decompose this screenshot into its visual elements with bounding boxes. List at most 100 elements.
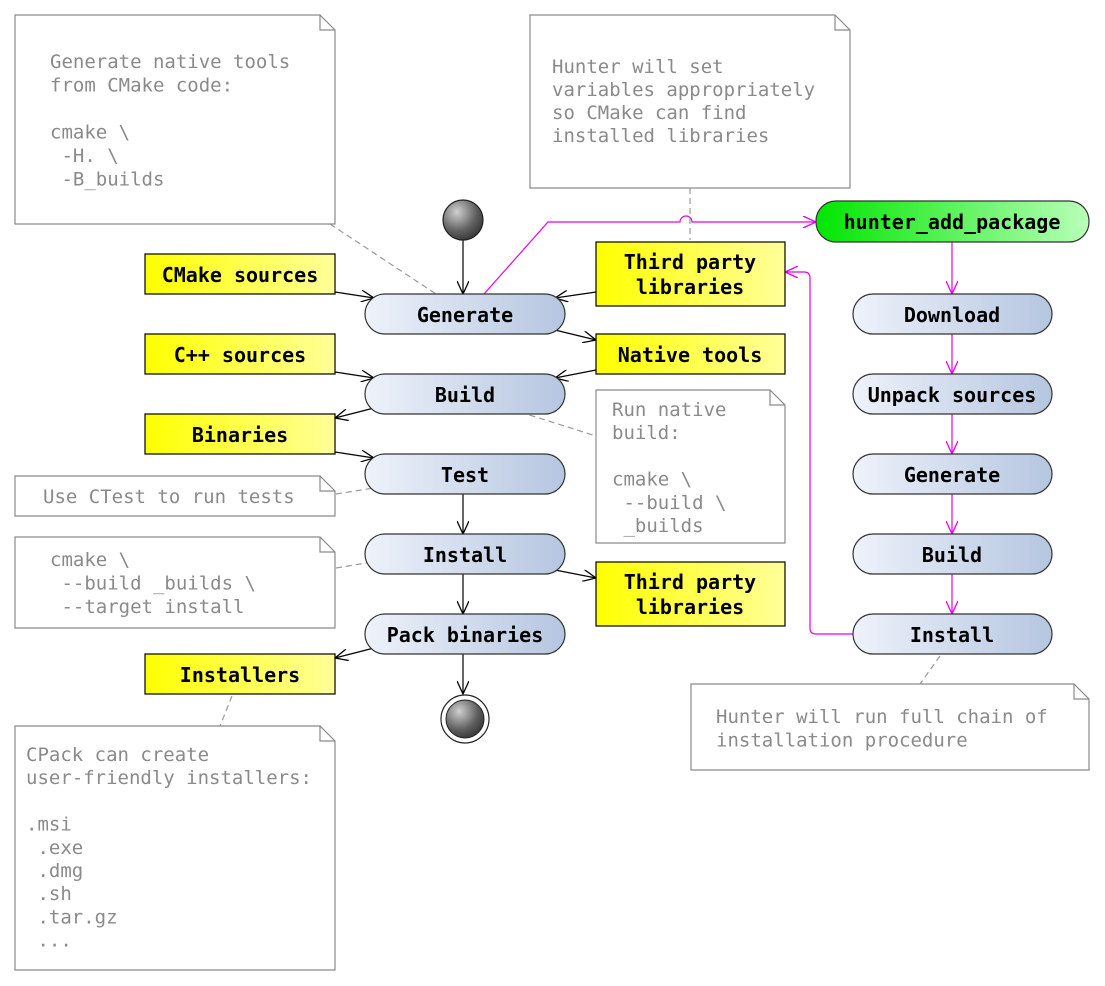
arrow-hunter-install-to-third-party (785, 272, 853, 635)
hunter-add-package-label: hunter_add_package (844, 210, 1061, 234)
artifact-binaries-label: Binaries (192, 423, 288, 447)
note-install-text: cmake \ --build _builds \ --target insta… (50, 549, 256, 618)
note-line: _builds (612, 515, 704, 537)
hunter-chain-note-connector (919, 655, 941, 685)
note-line: -B_builds (50, 169, 164, 191)
hunter-step-install: Install (852, 613, 1053, 655)
hunter-step-build-label: Build (922, 543, 982, 567)
step-test: Test (364, 453, 566, 495)
cpack-note-connector (219, 695, 233, 727)
note-test-text: Use CTest to run tests (43, 486, 295, 508)
note-line: build: (612, 422, 681, 444)
arrow-binaries-to-test (334, 452, 374, 458)
arrow-generate-to-native-tools (554, 329, 596, 340)
step-install: Install (364, 533, 566, 575)
artifact-third-party-out: Third party libraries (595, 561, 786, 627)
hunter-step-unpack-sources-label: Unpack sources (868, 383, 1037, 407)
arrow-pack-to-installers (335, 647, 375, 658)
arrow-install-to-third-party (554, 569, 596, 578)
hunter-step-download-label: Download (904, 303, 1000, 327)
note-line: --build \ (612, 492, 726, 514)
note-line: user-friendly installers: (26, 767, 312, 789)
artifact-third-party-in: Third party libraries (595, 241, 786, 307)
note-line: -H. \ (50, 145, 119, 167)
note-line: Run native (612, 399, 726, 421)
note-line: .dmg (26, 860, 83, 882)
step-test-label: Test (441, 463, 489, 487)
note-line: installation procedure (716, 730, 968, 752)
test-note-connector (335, 487, 375, 495)
generate-note-connector (329, 223, 437, 295)
install-note-connector (335, 561, 373, 569)
step-pack-binaries: Pack binaries (364, 613, 566, 655)
note-line: variables appropriately (552, 79, 815, 101)
hunter-step-generate-label: Generate (904, 463, 1000, 487)
artifact-cmake-sources: CMake sources (144, 253, 336, 295)
note-connectors (219, 188, 941, 727)
artifact-cmake-sources-label: CMake sources (162, 263, 319, 287)
note-line: cmake \ (50, 549, 130, 571)
arrow-third-party-to-generate (555, 292, 597, 298)
step-generate-label: Generate (417, 303, 513, 327)
note-line: --target install (50, 596, 244, 618)
start-node (442, 199, 484, 241)
step-build: Build (364, 373, 566, 415)
note-line (612, 445, 623, 467)
artifact-native-tools-label: Native tools (618, 343, 763, 367)
artifact-installers: Installers (144, 653, 336, 695)
note-line: CPack can create (26, 744, 209, 766)
artifact-third-party-out-line1: Third party (624, 570, 756, 594)
note-test: Use CTest to run tests (14, 475, 336, 517)
note-line (26, 790, 37, 812)
arrow-build-to-binaries (335, 407, 375, 418)
hunter-flow-arrows (483, 215, 952, 635)
hunter-add-package: hunter_add_package (815, 200, 1090, 243)
note-line: cmake \ (50, 122, 130, 144)
artifact-cpp-sources: C++ sources (144, 333, 336, 375)
artifact-installers-label: Installers (180, 663, 300, 687)
note-line: .sh (26, 883, 72, 905)
arrow-generate-to-hunter-add-package (483, 215, 816, 295)
step-generate: Generate (364, 293, 566, 335)
build-note-connector (519, 411, 597, 437)
note-line: so CMake can find (552, 102, 746, 124)
note-line (50, 98, 61, 120)
hunter-step-download: Download (852, 293, 1053, 335)
hunter-step-generate: Generate (852, 453, 1053, 495)
artifact-third-party-in-line2: libraries (636, 275, 744, 299)
note-line: installed libraries (552, 125, 769, 147)
artifact-binaries: Binaries (144, 413, 336, 455)
note-line: Generate native tools (50, 51, 290, 73)
arrow-cpp-sources-to-build (334, 372, 374, 378)
note-line: Hunter will run full chain of (716, 706, 1048, 728)
end-node (440, 694, 490, 744)
note-line: --build _builds \ (50, 573, 256, 595)
main-flow-arrows (335, 240, 596, 694)
hunter-step-unpack-sources: Unpack sources (852, 373, 1053, 415)
hunter-step-build: Build (852, 533, 1053, 575)
note-line: .tar.gz (26, 906, 118, 928)
artifact-cpp-sources-label: C++ sources (174, 343, 306, 367)
arrow-native-tools-to-build (555, 369, 597, 378)
note-line: .exe (26, 837, 83, 859)
note-line: cmake \ (612, 469, 692, 491)
artifact-native-tools: Native tools (595, 333, 786, 375)
note-line: from CMake code: (50, 75, 233, 97)
artifact-third-party-out-line2: libraries (636, 595, 744, 619)
note-line: .msi (26, 814, 72, 836)
arrow-cmake-sources-to-generate (334, 292, 374, 298)
step-build-label: Build (435, 383, 495, 407)
note-install: cmake \ --build _builds \ --target insta… (14, 536, 336, 629)
artifact-third-party-in-line1: Third party (624, 250, 756, 274)
